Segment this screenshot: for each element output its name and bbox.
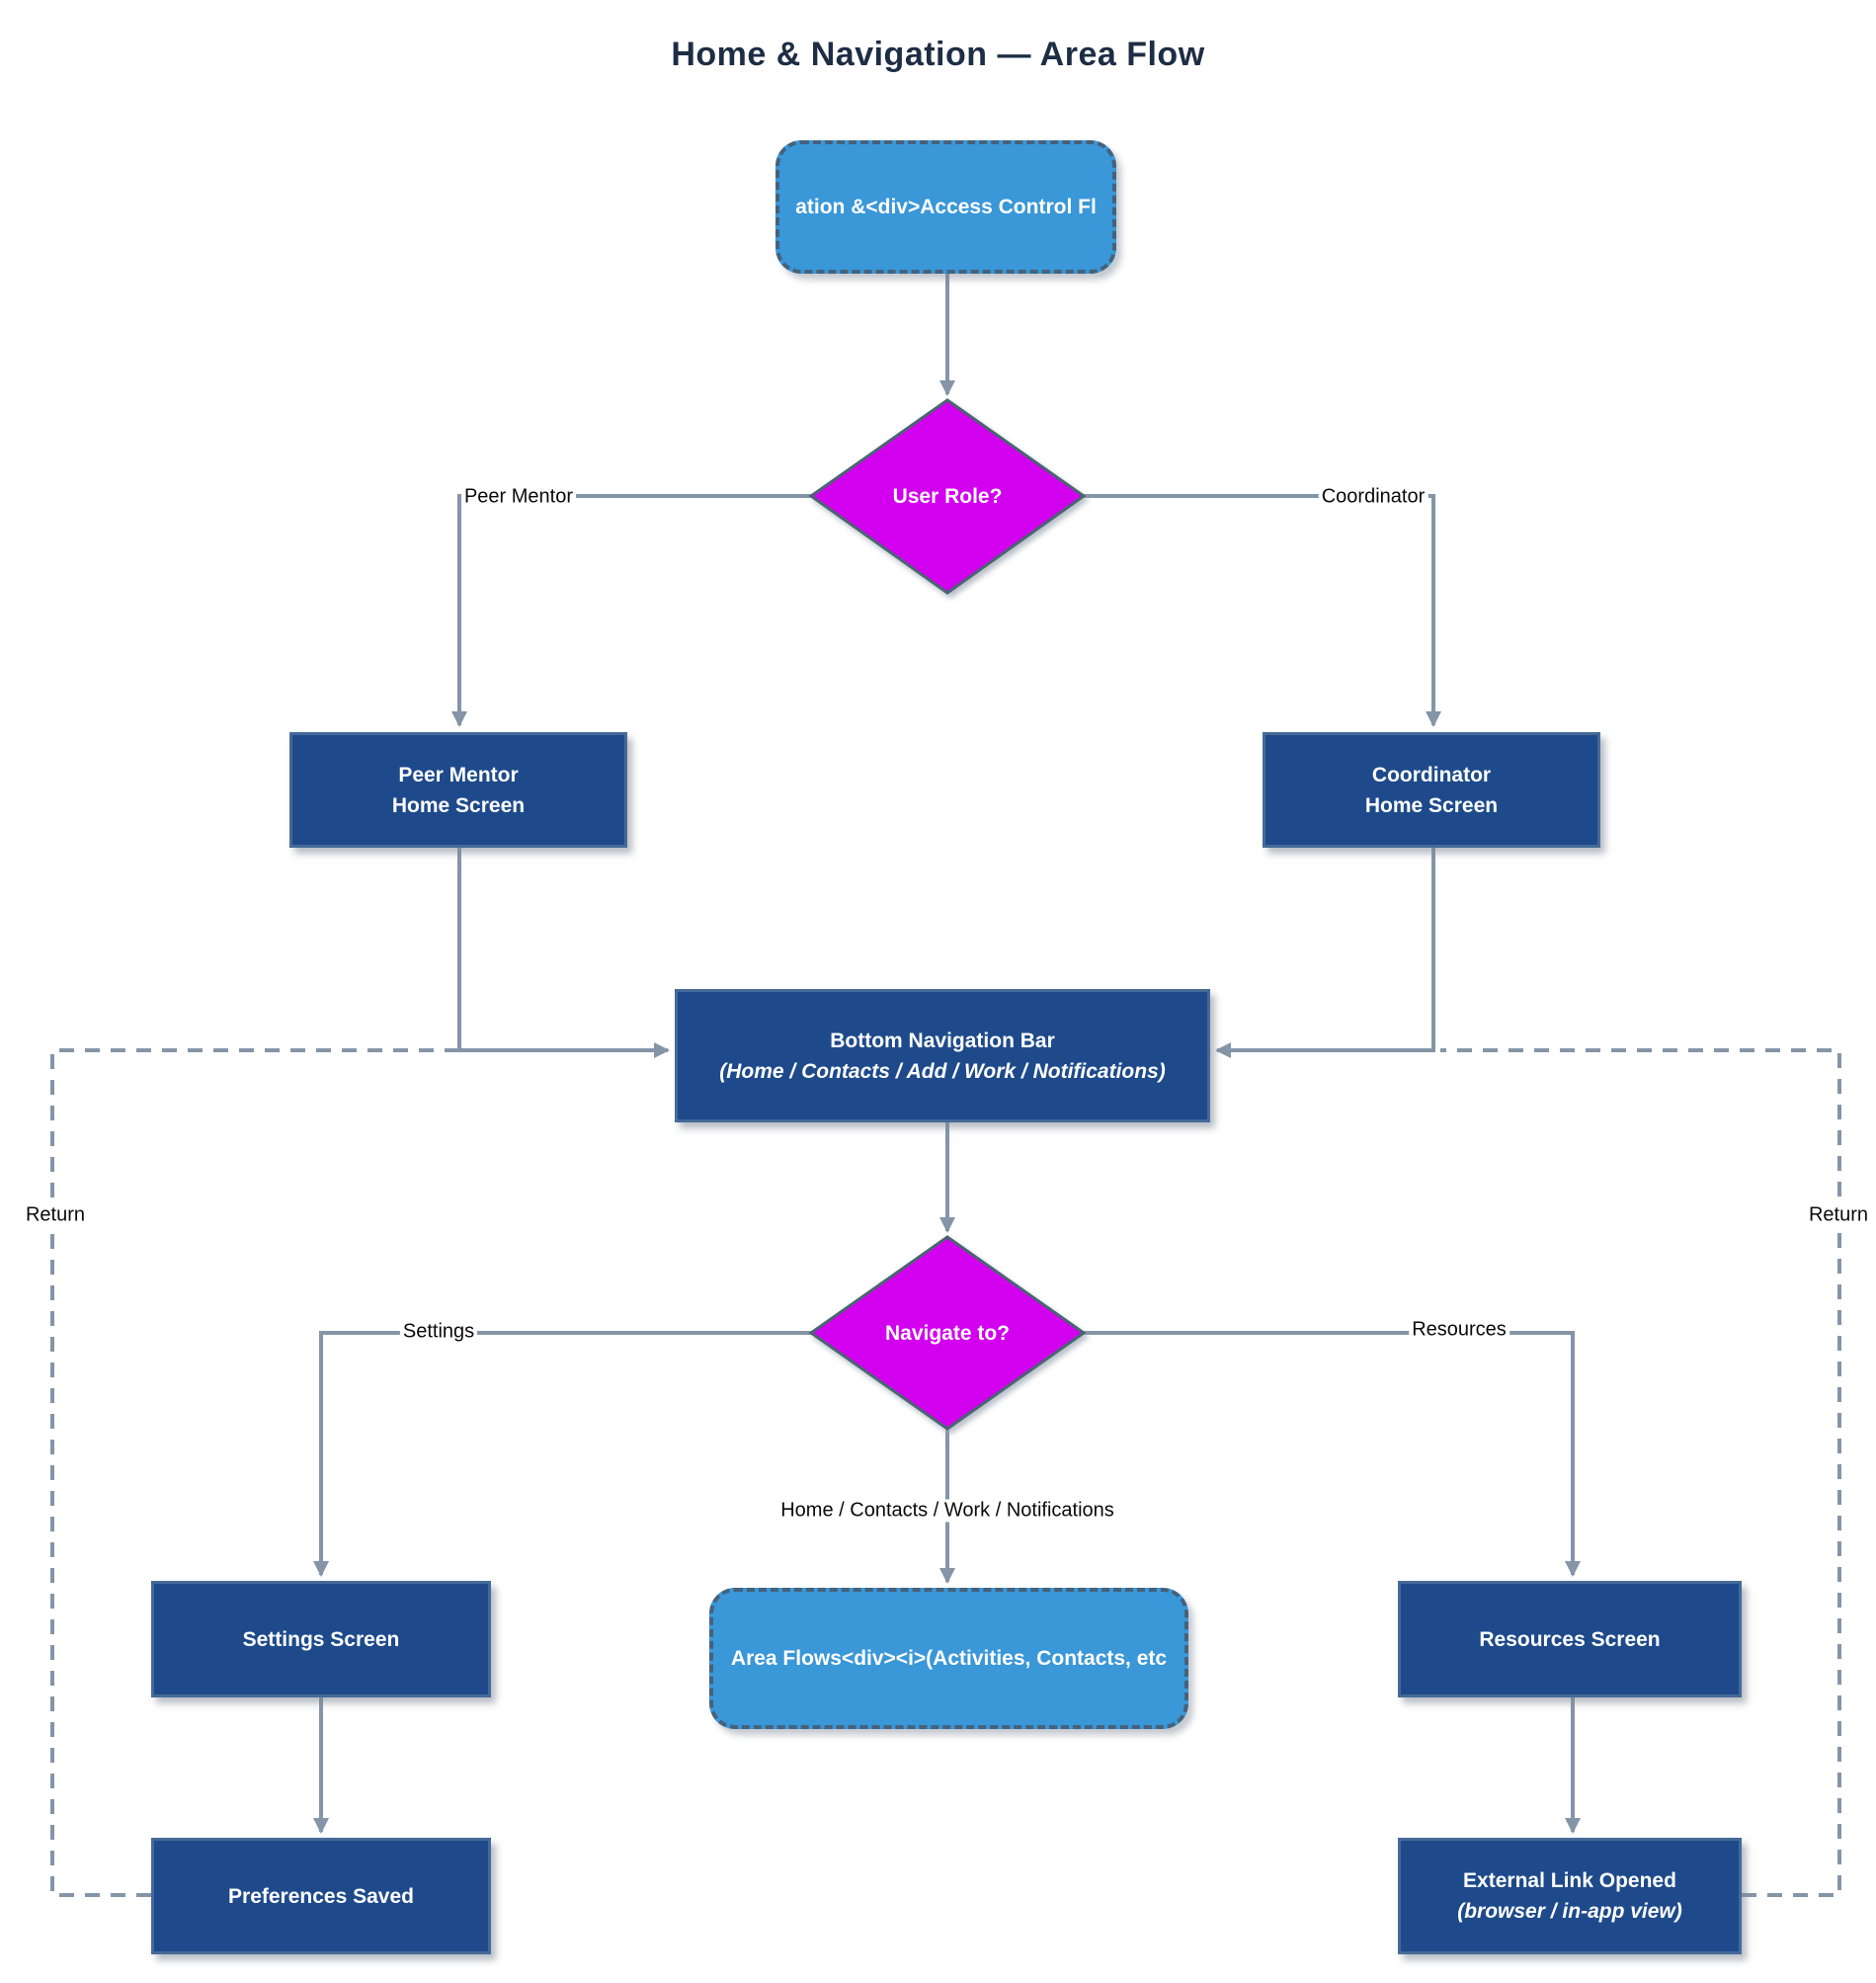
edge-user-role-to-peer-home: [451, 494, 811, 727]
edge-return-right: [1440, 1048, 1841, 1897]
edge-peer-home-to-bottom-nav: [457, 848, 670, 1058]
node-settings-screen: Settings Screen: [151, 1581, 491, 1697]
node-bottom-nav-line1: Bottom Navigation Bar: [830, 1029, 1055, 1052]
node-coordinator-home: Coordinator Home Screen: [1263, 732, 1600, 848]
node-area-flows-label: Area Flows<div><i>(Activities, Contacts,…: [730, 1647, 1168, 1670]
edge-label-settings: Settings: [399, 1320, 478, 1344]
edge-navigate-to-resources-screen: [1084, 1331, 1581, 1577]
node-settings-screen-label: Settings Screen: [242, 1627, 400, 1651]
node-preferences-saved-label: Preferences Saved: [228, 1884, 414, 1908]
edge-coordinator-home-to-bottom-nav: [1215, 848, 1435, 1058]
node-peer-mentor-home-line2: Home Screen: [391, 793, 526, 817]
user-role-diamond-label: User Role?: [892, 485, 1003, 508]
user-role-diamond: [808, 398, 1087, 595]
edge-label-return-right: Return: [1805, 1203, 1872, 1227]
node-coordinator-home-line2: Home Screen: [1364, 793, 1499, 817]
edge-return-left: [50, 1048, 457, 1897]
node-bottom-nav-bar: Bottom Navigation Bar (Home / Contacts /…: [675, 989, 1210, 1122]
edge-label-peer-mentor: Peer Mentor: [460, 485, 577, 509]
node-external-link-opened: External Link Opened (browser / in-app v…: [1398, 1838, 1742, 1954]
edge-label-nav-targets: Home / Contacts / Work / Notifications: [777, 1499, 1117, 1523]
edge-navigate-to-settings-screen: [313, 1331, 811, 1577]
edge-label-return-left: Return: [22, 1203, 89, 1227]
node-bottom-nav-line2: (Home / Contacts / Add / Work / Notifica…: [719, 1059, 1166, 1083]
node-resources-screen: Resources Screen: [1398, 1581, 1742, 1697]
node-preferences-saved: Preferences Saved: [151, 1838, 491, 1954]
node-external-link-line1: External Link Opened: [1463, 1869, 1676, 1892]
edge-label-resources: Resources: [1409, 1318, 1509, 1342]
edge-label-coordinator: Coordinator: [1318, 485, 1428, 509]
edge-user-role-to-coordinator-home: [1084, 494, 1441, 727]
navigate-to-diamond-label: Navigate to?: [884, 1322, 1011, 1345]
node-area-flows: Area Flows<div><i>(Activities, Contacts,…: [709, 1588, 1188, 1729]
node-start: ation &<div>Access Control Fl: [775, 140, 1116, 274]
node-coordinator-home-line1: Coordinator: [1371, 763, 1492, 786]
page-title: Home & Navigation — Area Flow: [671, 36, 1205, 73]
node-peer-mentor-home-line1: Peer Mentor: [398, 763, 519, 786]
node-peer-mentor-home: Peer Mentor Home Screen: [289, 732, 627, 848]
node-resources-screen-label: Resources Screen: [1479, 1627, 1661, 1651]
node-external-link-line2: (browser / in-app view): [1457, 1900, 1682, 1923]
navigate-to-diamond: [808, 1235, 1087, 1431]
node-start-label: ation &<div>Access Control Fl: [795, 196, 1097, 218]
